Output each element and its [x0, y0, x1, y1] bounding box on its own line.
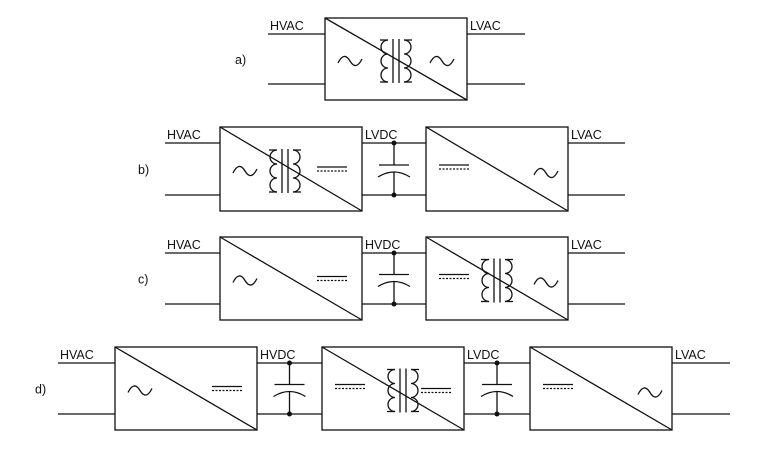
dc-link-label: HVDC [365, 238, 400, 252]
input-label: HVAC [270, 19, 304, 33]
input-label: HVAC [60, 348, 94, 362]
converter-block [324, 17, 468, 101]
ac-sine-icon [533, 167, 559, 179]
ac-sine-icon [127, 385, 153, 396]
dc-link-label: HVDC [260, 348, 295, 362]
capacitor-icon [377, 140, 411, 198]
transformer-icon [481, 258, 513, 303]
dc-symbol-icon [317, 166, 347, 172]
input-label: HVAC [167, 238, 201, 252]
topology-label: c) [138, 273, 148, 287]
ac-sine-icon [637, 387, 663, 398]
ac-sine-icon [232, 165, 258, 177]
ac-sine-icon [232, 275, 258, 286]
converter-block [425, 126, 569, 212]
topology-a: a) HVAC LVAC [235, 17, 525, 101]
dc-symbol-icon [317, 275, 347, 282]
topology-label: b) [138, 163, 149, 177]
dc-link-label: LVDC [467, 348, 499, 362]
dc-symbol-icon [543, 383, 573, 390]
ac-sine-icon [429, 55, 455, 67]
dc-symbol-icon [439, 273, 469, 280]
converter-block [219, 126, 363, 212]
transformer-icon [269, 149, 301, 193]
dc-symbol-icon [439, 164, 469, 170]
converter-block [219, 236, 363, 321]
topology-c: c) HVAC LVAC HVDC [138, 236, 625, 321]
converter-block [114, 346, 258, 431]
topology-label: d) [35, 383, 46, 397]
dc-symbol-icon [421, 387, 451, 394]
topology-b: b) HVAC LVAC LVDC [138, 126, 625, 212]
converter-block [529, 346, 673, 431]
dc-link-label: LVDC [365, 128, 397, 142]
capacitor-icon [480, 360, 514, 417]
topology-label: a) [235, 53, 246, 67]
output-label: LVAC [571, 238, 602, 252]
output-label: LVAC [675, 348, 706, 362]
dc-symbol-icon [212, 385, 242, 392]
converter-block [425, 236, 569, 321]
capacitor-icon [377, 250, 411, 307]
ac-sine-icon [337, 55, 363, 67]
topology-d: d) HVAC LVAC HVDC LVDC [35, 346, 730, 431]
transformer-icon [380, 39, 412, 83]
output-label: LVAC [571, 128, 602, 142]
input-label: HVAC [167, 128, 201, 142]
transformer-icon [387, 368, 419, 413]
ac-sine-icon [533, 277, 559, 288]
converter-block [321, 346, 465, 431]
capacitor-icon [273, 360, 306, 417]
output-label: LVAC [470, 19, 501, 33]
dc-symbol-icon [335, 383, 365, 390]
